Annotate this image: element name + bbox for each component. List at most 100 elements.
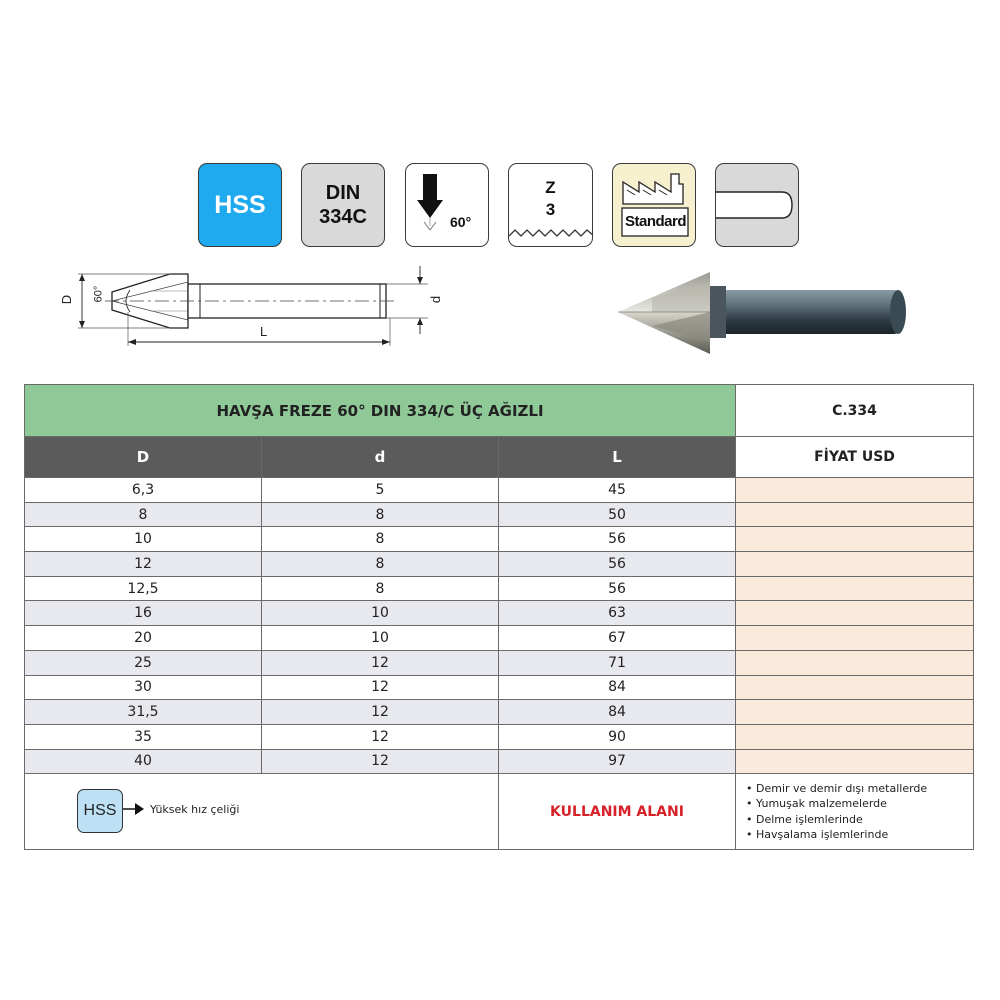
dimension-D: D [59, 294, 75, 305]
din-badge-line1: DIN [325, 182, 361, 204]
cell-D: 25 [24, 649, 262, 676]
column-header-price: FİYAT USD [735, 436, 975, 478]
cell-D: 40 [24, 748, 262, 775]
dimension-angle: 60° [92, 285, 105, 303]
cell-L: 56 [497, 575, 737, 602]
cell-d: 12 [261, 723, 499, 750]
column-header-D: D [24, 436, 262, 478]
cell-D: 35 [24, 723, 262, 750]
cell-L: 63 [497, 600, 737, 627]
countersink-tool-image [618, 272, 906, 354]
technical-drawing: D 60° L d [50, 262, 450, 352]
cell-d: 8 [261, 575, 499, 602]
cell-price [735, 575, 975, 602]
hss-badge: HSS [198, 163, 282, 247]
cell-L: 50 [497, 501, 737, 528]
dimension-d: d [428, 295, 444, 304]
cell-L: 90 [497, 723, 737, 750]
din-badge: DIN 334C [301, 163, 385, 247]
cell-D: 20 [24, 625, 262, 651]
cell-D: 12 [24, 551, 262, 577]
standard-badge: Standard [612, 163, 696, 247]
cell-L: 56 [497, 551, 737, 577]
cell-d: 5 [261, 477, 499, 503]
cell-price [735, 600, 975, 627]
cell-D: 12,5 [24, 575, 262, 602]
hss-legend-icon: HSS [77, 789, 123, 834]
cell-price [735, 526, 975, 553]
countersink-angle-icon [417, 174, 443, 231]
column-header-L: L [497, 436, 737, 478]
cell-D: 16 [24, 600, 262, 627]
cell-d: 10 [261, 600, 499, 627]
cell-price [735, 674, 975, 701]
flutes-badge-z: Z [545, 178, 556, 197]
spec-table: HAVŞA FREZE 60° DIN 334/C ÜÇ AĞIZLI C.33… [23, 384, 975, 851]
cylindrical-shank-icon [716, 191, 793, 219]
cell-L: 84 [497, 699, 737, 725]
cell-d: 8 [261, 551, 499, 577]
arrow-right-icon [123, 803, 144, 816]
cell-price [735, 723, 975, 750]
usage-label: KULLANIM ALANI [497, 773, 737, 851]
usage-item: Havşalama işlemlerinde [746, 827, 973, 843]
cell-L: 67 [497, 625, 737, 651]
usage-item: Demir ve demir dışı metallerde [746, 781, 973, 797]
flutes-badge: Z 3 [508, 163, 593, 247]
cell-price [735, 551, 975, 577]
table-title: HAVŞA FREZE 60° DIN 334/C ÜÇ AĞIZLI [23, 384, 737, 437]
usage-item: Delme işlemlerinde [746, 812, 973, 828]
cell-price [735, 477, 975, 503]
feature-icons: HSS DIN 334C 60° Z 3 Standard [0, 163, 1000, 249]
cell-L: 56 [497, 526, 737, 553]
angle-badge-label: 60° [450, 214, 472, 230]
cell-D: 31,5 [24, 699, 262, 725]
cell-price [735, 649, 975, 676]
din-badge-line2: 334C [319, 206, 367, 228]
teeth-icon [509, 229, 592, 237]
cell-D: 10 [24, 526, 262, 553]
countersink-drawing [78, 266, 428, 346]
cell-L: 71 [497, 649, 737, 676]
legend: HSS Yüksek hız çeliği [24, 773, 499, 851]
angle-badge: 60° [405, 163, 489, 247]
cell-d: 8 [261, 526, 499, 553]
product-code: C.334 [735, 384, 975, 437]
cell-price [735, 699, 975, 725]
cell-price [735, 501, 975, 528]
cell-L: 97 [497, 748, 737, 775]
usage-list: Demir ve demir dışı metallerde Yumuşak m… [735, 773, 975, 851]
cell-L: 84 [497, 674, 737, 701]
cell-price [735, 748, 975, 775]
cell-d: 12 [261, 748, 499, 775]
cell-price [735, 625, 975, 651]
cell-d: 10 [261, 625, 499, 651]
cell-L: 45 [497, 477, 737, 503]
usage-item: Yumuşak malzemelerde [746, 796, 973, 812]
factory-icon [621, 173, 689, 237]
legend-text: Yüksek hız çeliği [150, 803, 240, 817]
product-photo [612, 268, 912, 372]
cell-d: 12 [261, 649, 499, 676]
cell-d: 8 [261, 501, 499, 528]
cell-d: 12 [261, 699, 499, 725]
cell-D: 8 [24, 501, 262, 528]
dimension-L: L [260, 324, 268, 339]
hss-badge-label: HSS [214, 190, 266, 219]
cell-d: 12 [261, 674, 499, 701]
flutes-badge-count: 3 [545, 200, 556, 219]
cell-D: 30 [24, 674, 262, 701]
column-header-d: d [261, 436, 499, 478]
